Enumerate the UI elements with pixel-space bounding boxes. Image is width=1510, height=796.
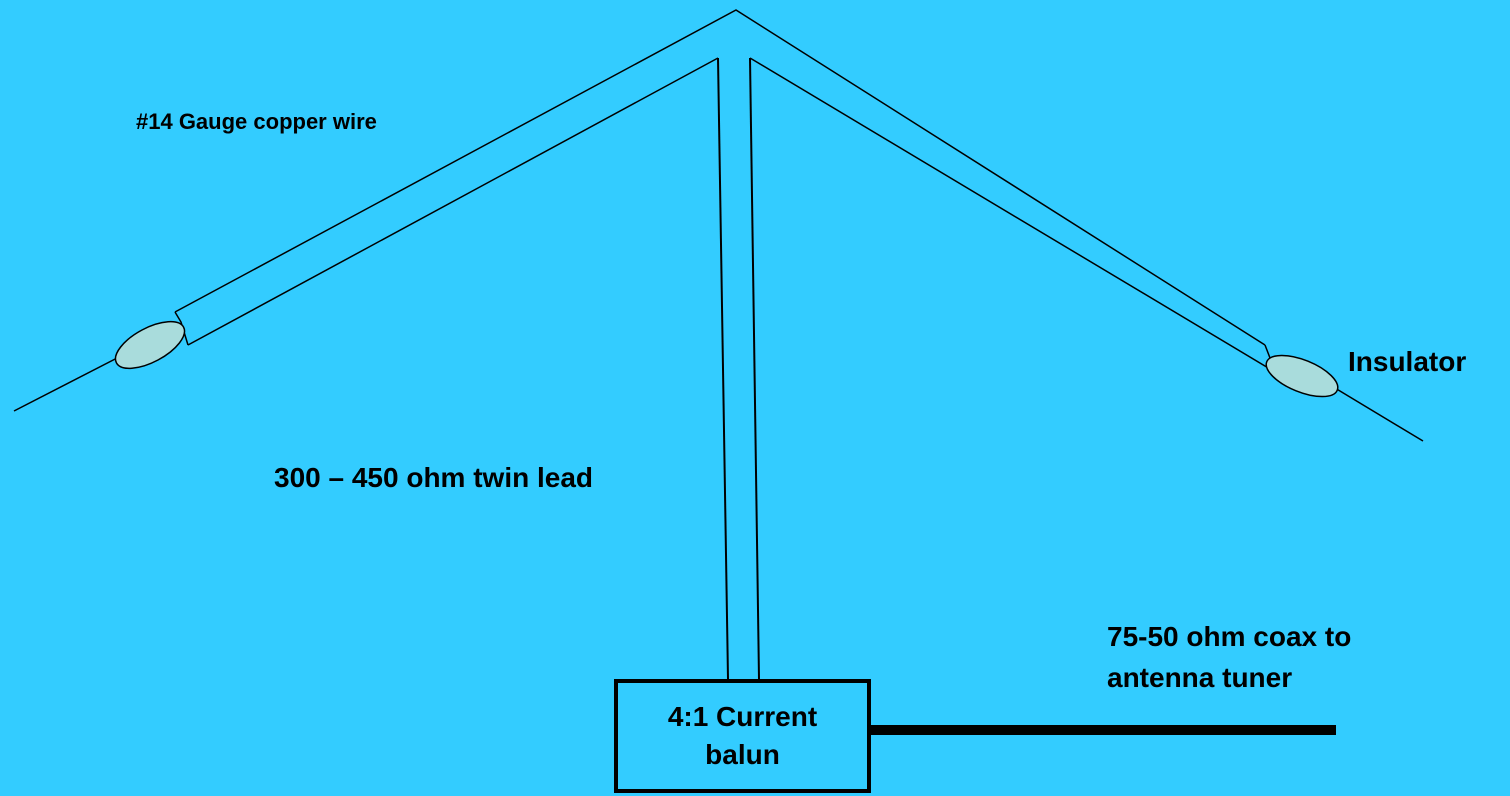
left-guy-rope (13, 355, 122, 412)
coax-label: 75-50 ohm coax to antenna tuner (1107, 621, 1352, 693)
twin-lead-label: 300 – 450 ohm twin lead (274, 462, 594, 493)
right-insulator (1265, 354, 1339, 398)
left-wire-end (174, 311, 189, 346)
right-guy-rope (1329, 384, 1424, 442)
twin-lead-right (749, 57, 760, 680)
dipole-inner-wire-right (749, 57, 1276, 373)
twin-lead-left (717, 57, 729, 680)
coax-cable (871, 725, 1336, 735)
dipole-inner-wire-left (187, 57, 719, 346)
left-insulator (114, 320, 186, 370)
insulator-label: Insulator (1348, 346, 1467, 377)
dipole-outer-wire (174, 9, 1266, 346)
balun-box: 4:1 Current balun (614, 679, 871, 793)
balun-label: 4:1 Current balun (667, 701, 818, 770)
wire-label: #14 Gauge copper wire (136, 109, 377, 134)
